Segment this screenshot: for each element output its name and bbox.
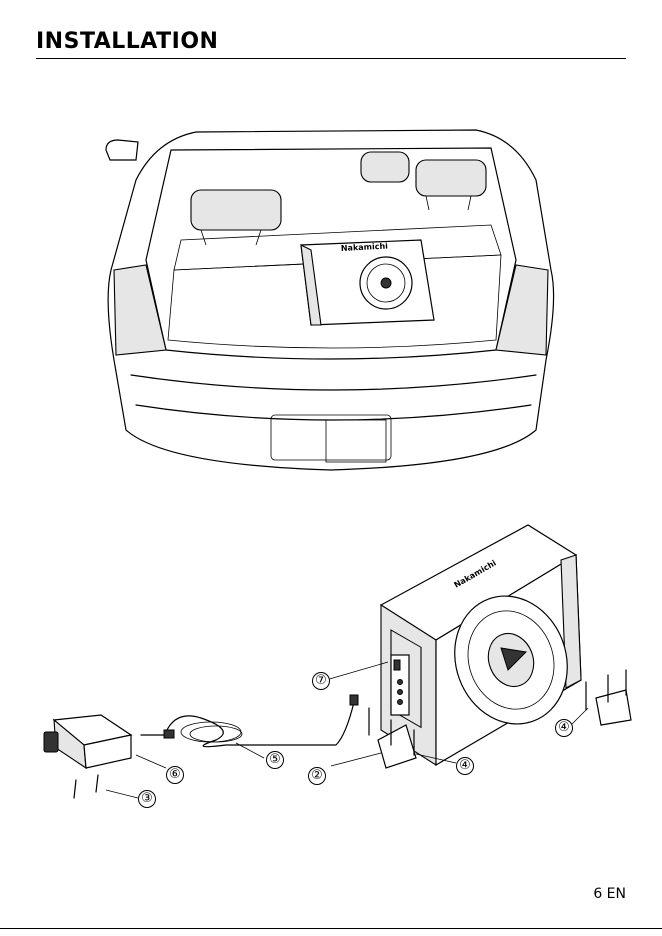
callout-6: ⑥ [166, 766, 184, 784]
callout-2: ② [308, 767, 326, 785]
page-title: INSTALLATION [36, 27, 218, 57]
page-number: 6 EN [593, 886, 626, 902]
remote-level-control [44, 715, 131, 798]
subwoofer-installation-diagram: Nakamichi [36, 520, 636, 820]
control-panel [391, 655, 409, 715]
trunk-subwoofer-box: Nakamichi [301, 240, 434, 325]
title-divider [36, 58, 626, 59]
car-trunk-illustration: Nakamichi [96, 120, 566, 490]
bottom-divider [0, 928, 662, 929]
callout-4-side: ④ [555, 719, 573, 737]
callout-3: ③ [138, 790, 156, 808]
callout-7: ⑦ [312, 672, 330, 690]
callout-5: ⑤ [266, 751, 284, 769]
callout-4-bracket: ④ [456, 757, 474, 775]
